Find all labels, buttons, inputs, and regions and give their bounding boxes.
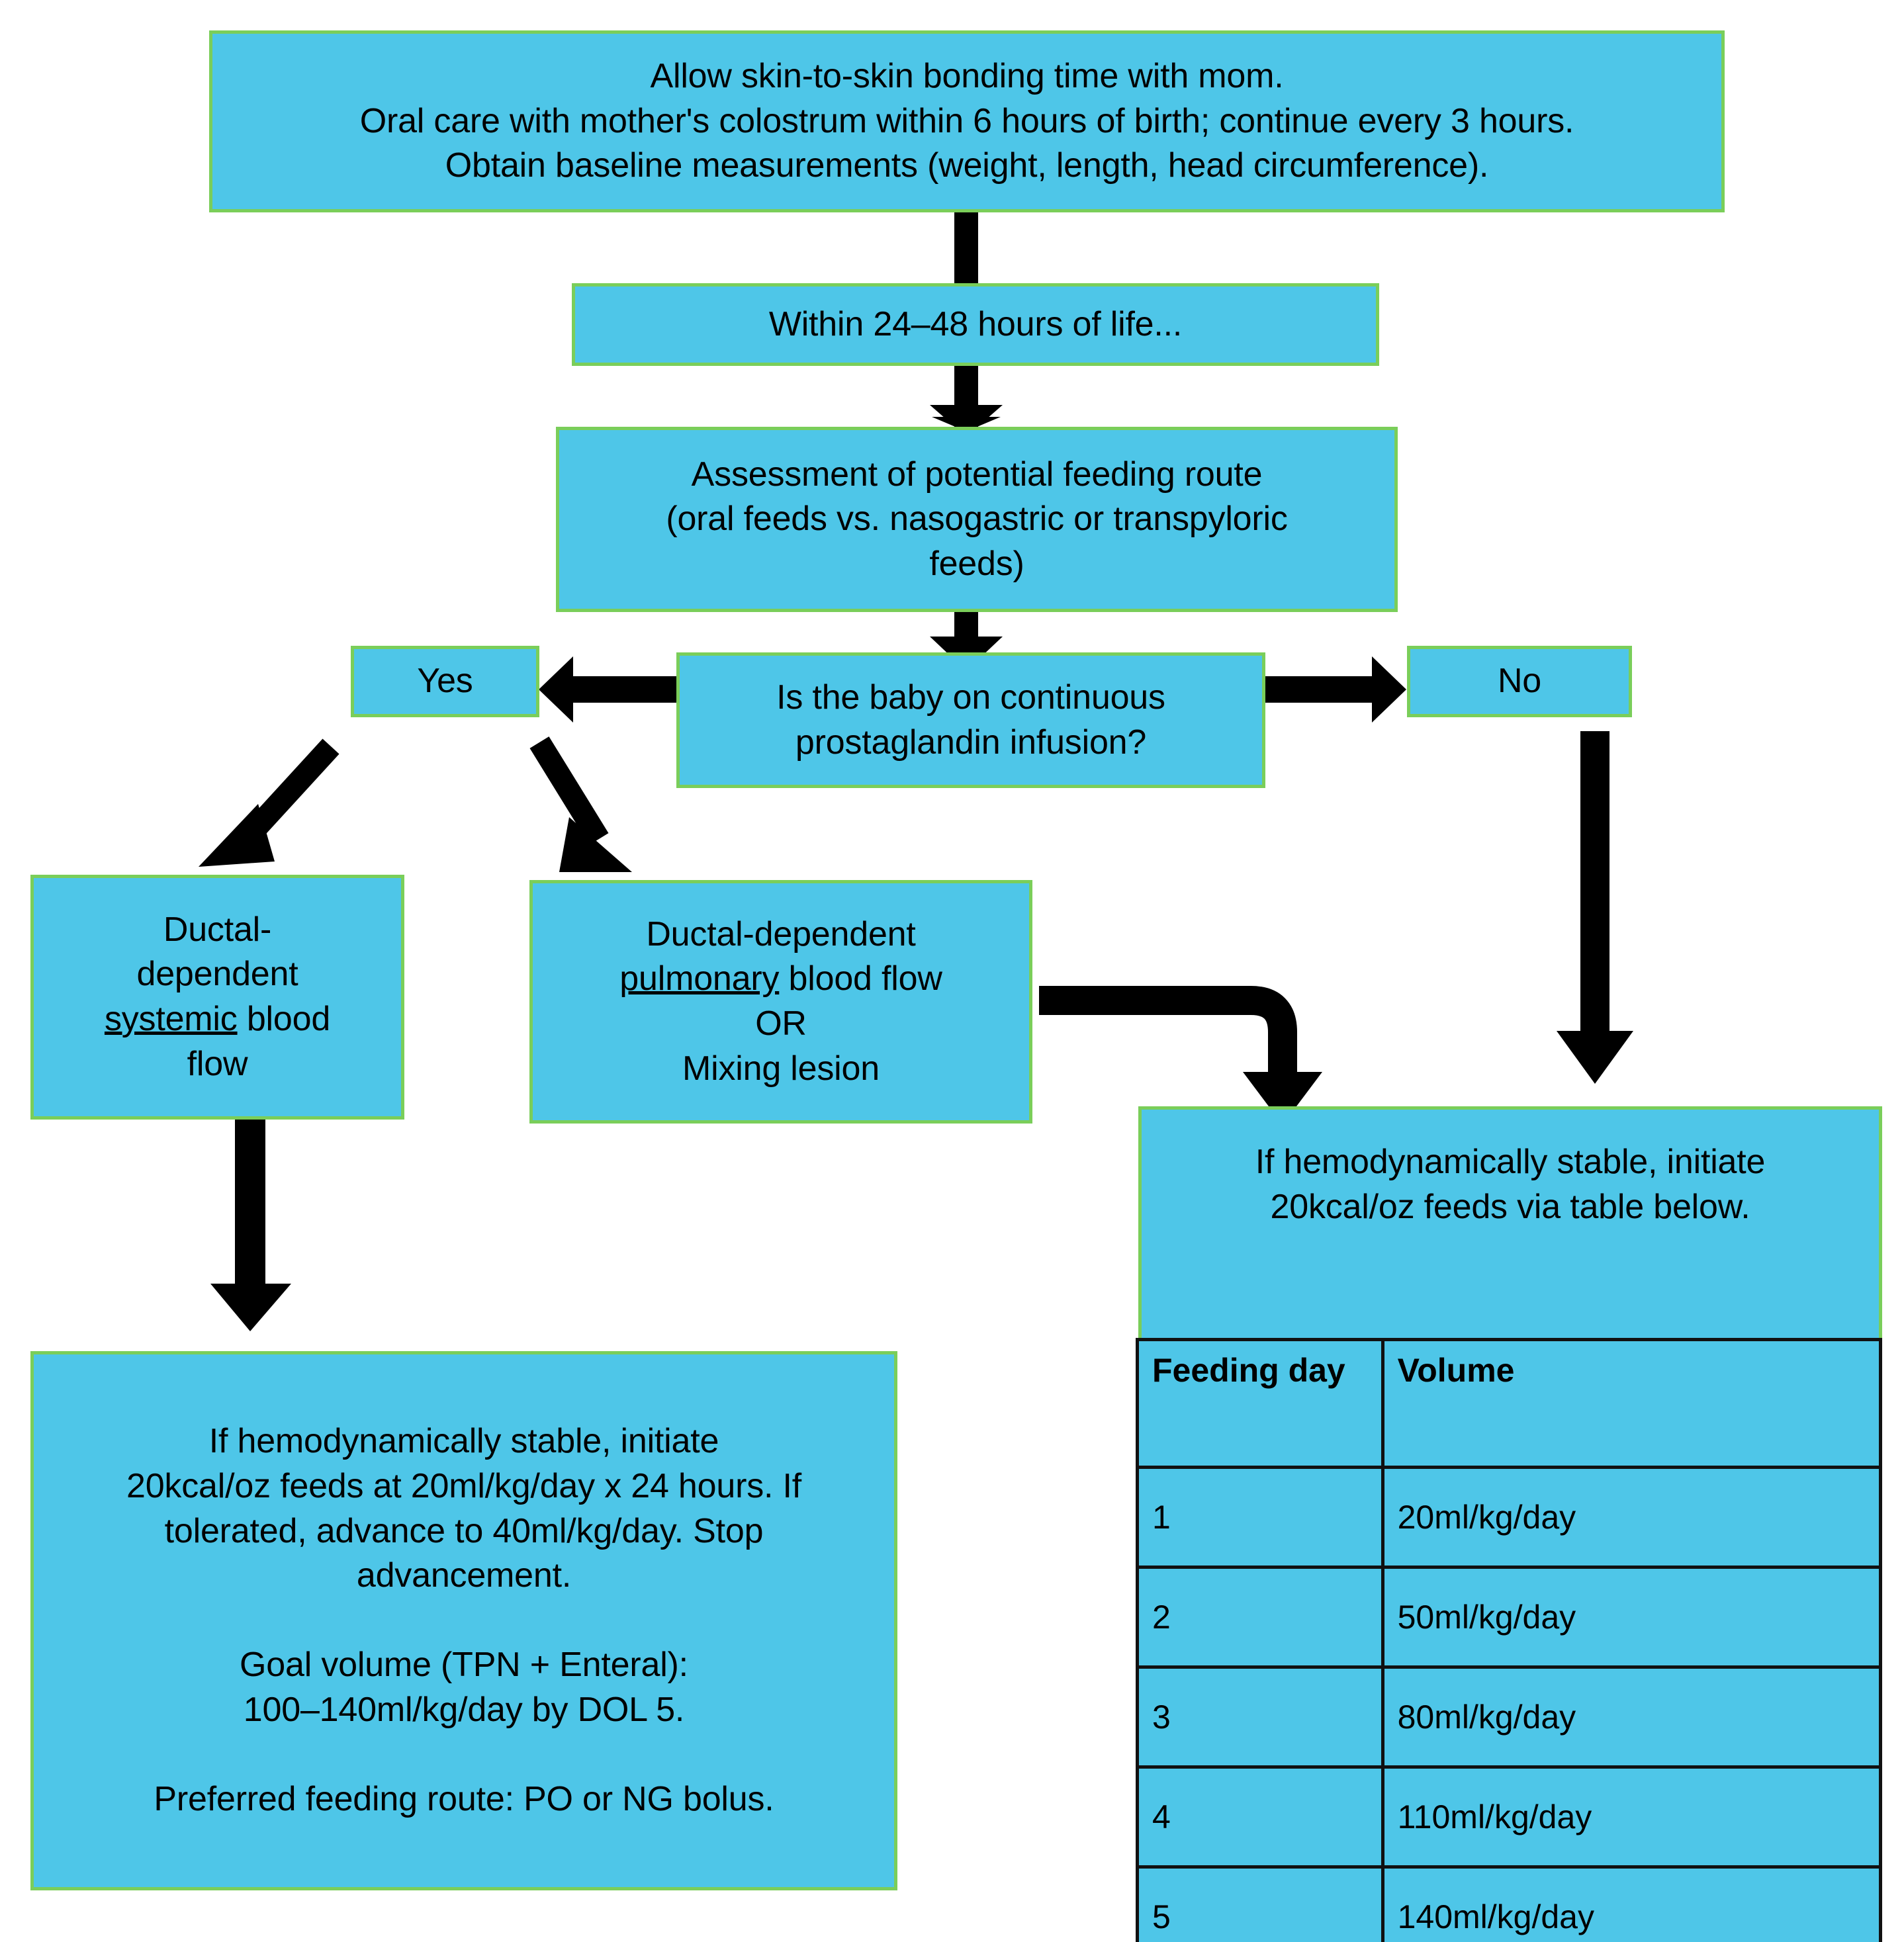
table-cell-feeding-day: 5 [1136, 1865, 1384, 1942]
table-cell-feeding-day: 4 [1136, 1765, 1384, 1869]
arrow-yes-to-ductal-pulmonary [529, 736, 632, 872]
arrow-initial-to-timing [954, 210, 978, 290]
node-ductal-dependent-pulmonary[interactable]: Ductal-dependent pulmonary blood flow OR… [529, 880, 1032, 1124]
node-ductal-dependent-systemic[interactable]: Ductal- dependent systemic blood flow [30, 875, 404, 1120]
table-cell-volume: 20ml/kg/day [1381, 1466, 1883, 1569]
ductal-pulmonary-emphasis: pulmonary [619, 959, 780, 998]
table-header-volume: Volume [1381, 1338, 1883, 1469]
node-yes[interactable]: Yes [351, 646, 539, 717]
table-header-row: Feeding day Volume [1136, 1338, 1883, 1469]
arrow-decision-to-no [1264, 656, 1406, 723]
table-cell-feeding-day: 3 [1136, 1665, 1384, 1769]
table-cell-volume: 140ml/kg/day [1381, 1865, 1883, 1942]
table-cell-feeding-day: 1 [1136, 1466, 1384, 1569]
node-feeding-plan-left[interactable]: If hemodynamically stable, initiate 20kc… [30, 1351, 897, 1890]
table-cell-volume: 50ml/kg/day [1381, 1566, 1883, 1669]
ductal-systemic-pre: Ductal- dependent [136, 910, 298, 994]
arrow-no-to-plan-right [1557, 731, 1633, 1084]
arrow-decision-to-yes [539, 656, 681, 723]
arrow-yes-to-ductal-systemic [199, 738, 340, 867]
ductal-systemic-emphasis: systemic [104, 1000, 238, 1038]
node-assessment[interactable]: Assessment of potential feeding route (o… [556, 427, 1398, 612]
table-cell-volume: 110ml/kg/day [1381, 1765, 1883, 1869]
ductal-pulmonary-pre: Ductal-dependent [646, 914, 916, 953]
node-decision[interactable]: Is the baby on continuous prostaglandin … [676, 652, 1265, 788]
node-timing[interactable]: Within 24–48 hours of life... [572, 283, 1379, 366]
node-initial-care[interactable]: Allow skin-to-skin bonding time with mom… [209, 30, 1725, 212]
table-cell-volume: 80ml/kg/day [1381, 1665, 1883, 1769]
node-no[interactable]: No [1407, 646, 1632, 717]
arrow-systemic-to-plan-left [210, 1118, 291, 1331]
table-cell-feeding-day: 2 [1136, 1566, 1384, 1669]
ductal-systemic-post: blood flow [187, 1000, 331, 1083]
ductal-systemic-text: Ductal- dependent systemic blood flow [105, 908, 330, 1086]
ductal-pulmonary-text: Ductal-dependent pulmonary blood flow OR… [619, 912, 942, 1091]
arrow-timing-to-assessment [930, 365, 1003, 437]
node-feeding-plan-right[interactable]: If hemodynamically stable, initiate 20kc… [1138, 1106, 1882, 1345]
table-header-feeding-day: Feeding day [1136, 1338, 1384, 1469]
ductal-pulmonary-post: blood flow OR Mixing lesion [682, 959, 942, 1088]
